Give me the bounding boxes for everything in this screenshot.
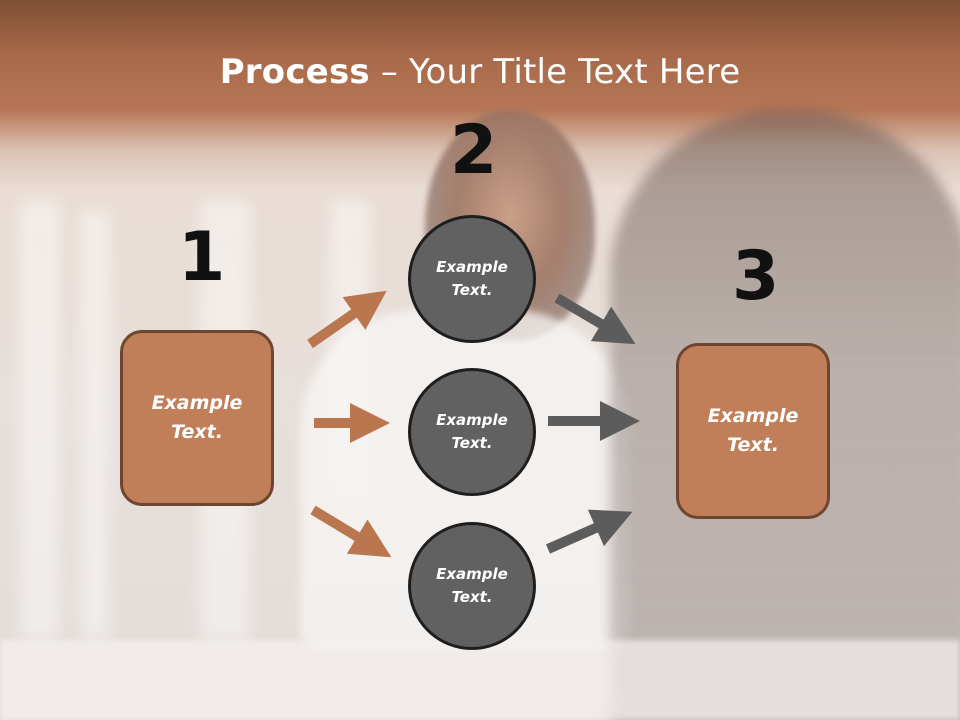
arrow-circle-top-to-box3 <box>554 293 636 345</box>
arrow-circle-bottom-to-box3 <box>545 509 633 554</box>
arrow-box1-to-circle-bottom <box>310 505 392 558</box>
step-3-label: Example Text. <box>707 405 799 456</box>
step-2-circle-top[interactable]: Example Text. <box>408 215 536 343</box>
arrow-box1-to-circle-top <box>307 290 387 349</box>
title-bold: Process <box>219 52 370 92</box>
circle-top-label: Example Text. <box>436 258 508 299</box>
slide-title: Process – Your Title Text Here <box>0 52 960 92</box>
circle-bottom-label: Example Text. <box>436 565 508 606</box>
step-number-1: 1 <box>178 218 226 297</box>
step-2-circle-bottom[interactable]: Example Text. <box>408 522 536 650</box>
step-number-3: 3 <box>732 237 780 316</box>
step-2-circle-middle[interactable]: Example Text. <box>408 368 536 496</box>
circle-middle-label: Example Text. <box>436 411 508 452</box>
step-number-2: 2 <box>450 111 498 190</box>
step-1-label: Example Text. <box>151 392 243 443</box>
step-3-box[interactable]: Example Text. <box>676 343 830 519</box>
title-rest: – Your Title Text Here <box>369 52 741 92</box>
step-1-box[interactable]: Example Text. <box>120 330 274 506</box>
